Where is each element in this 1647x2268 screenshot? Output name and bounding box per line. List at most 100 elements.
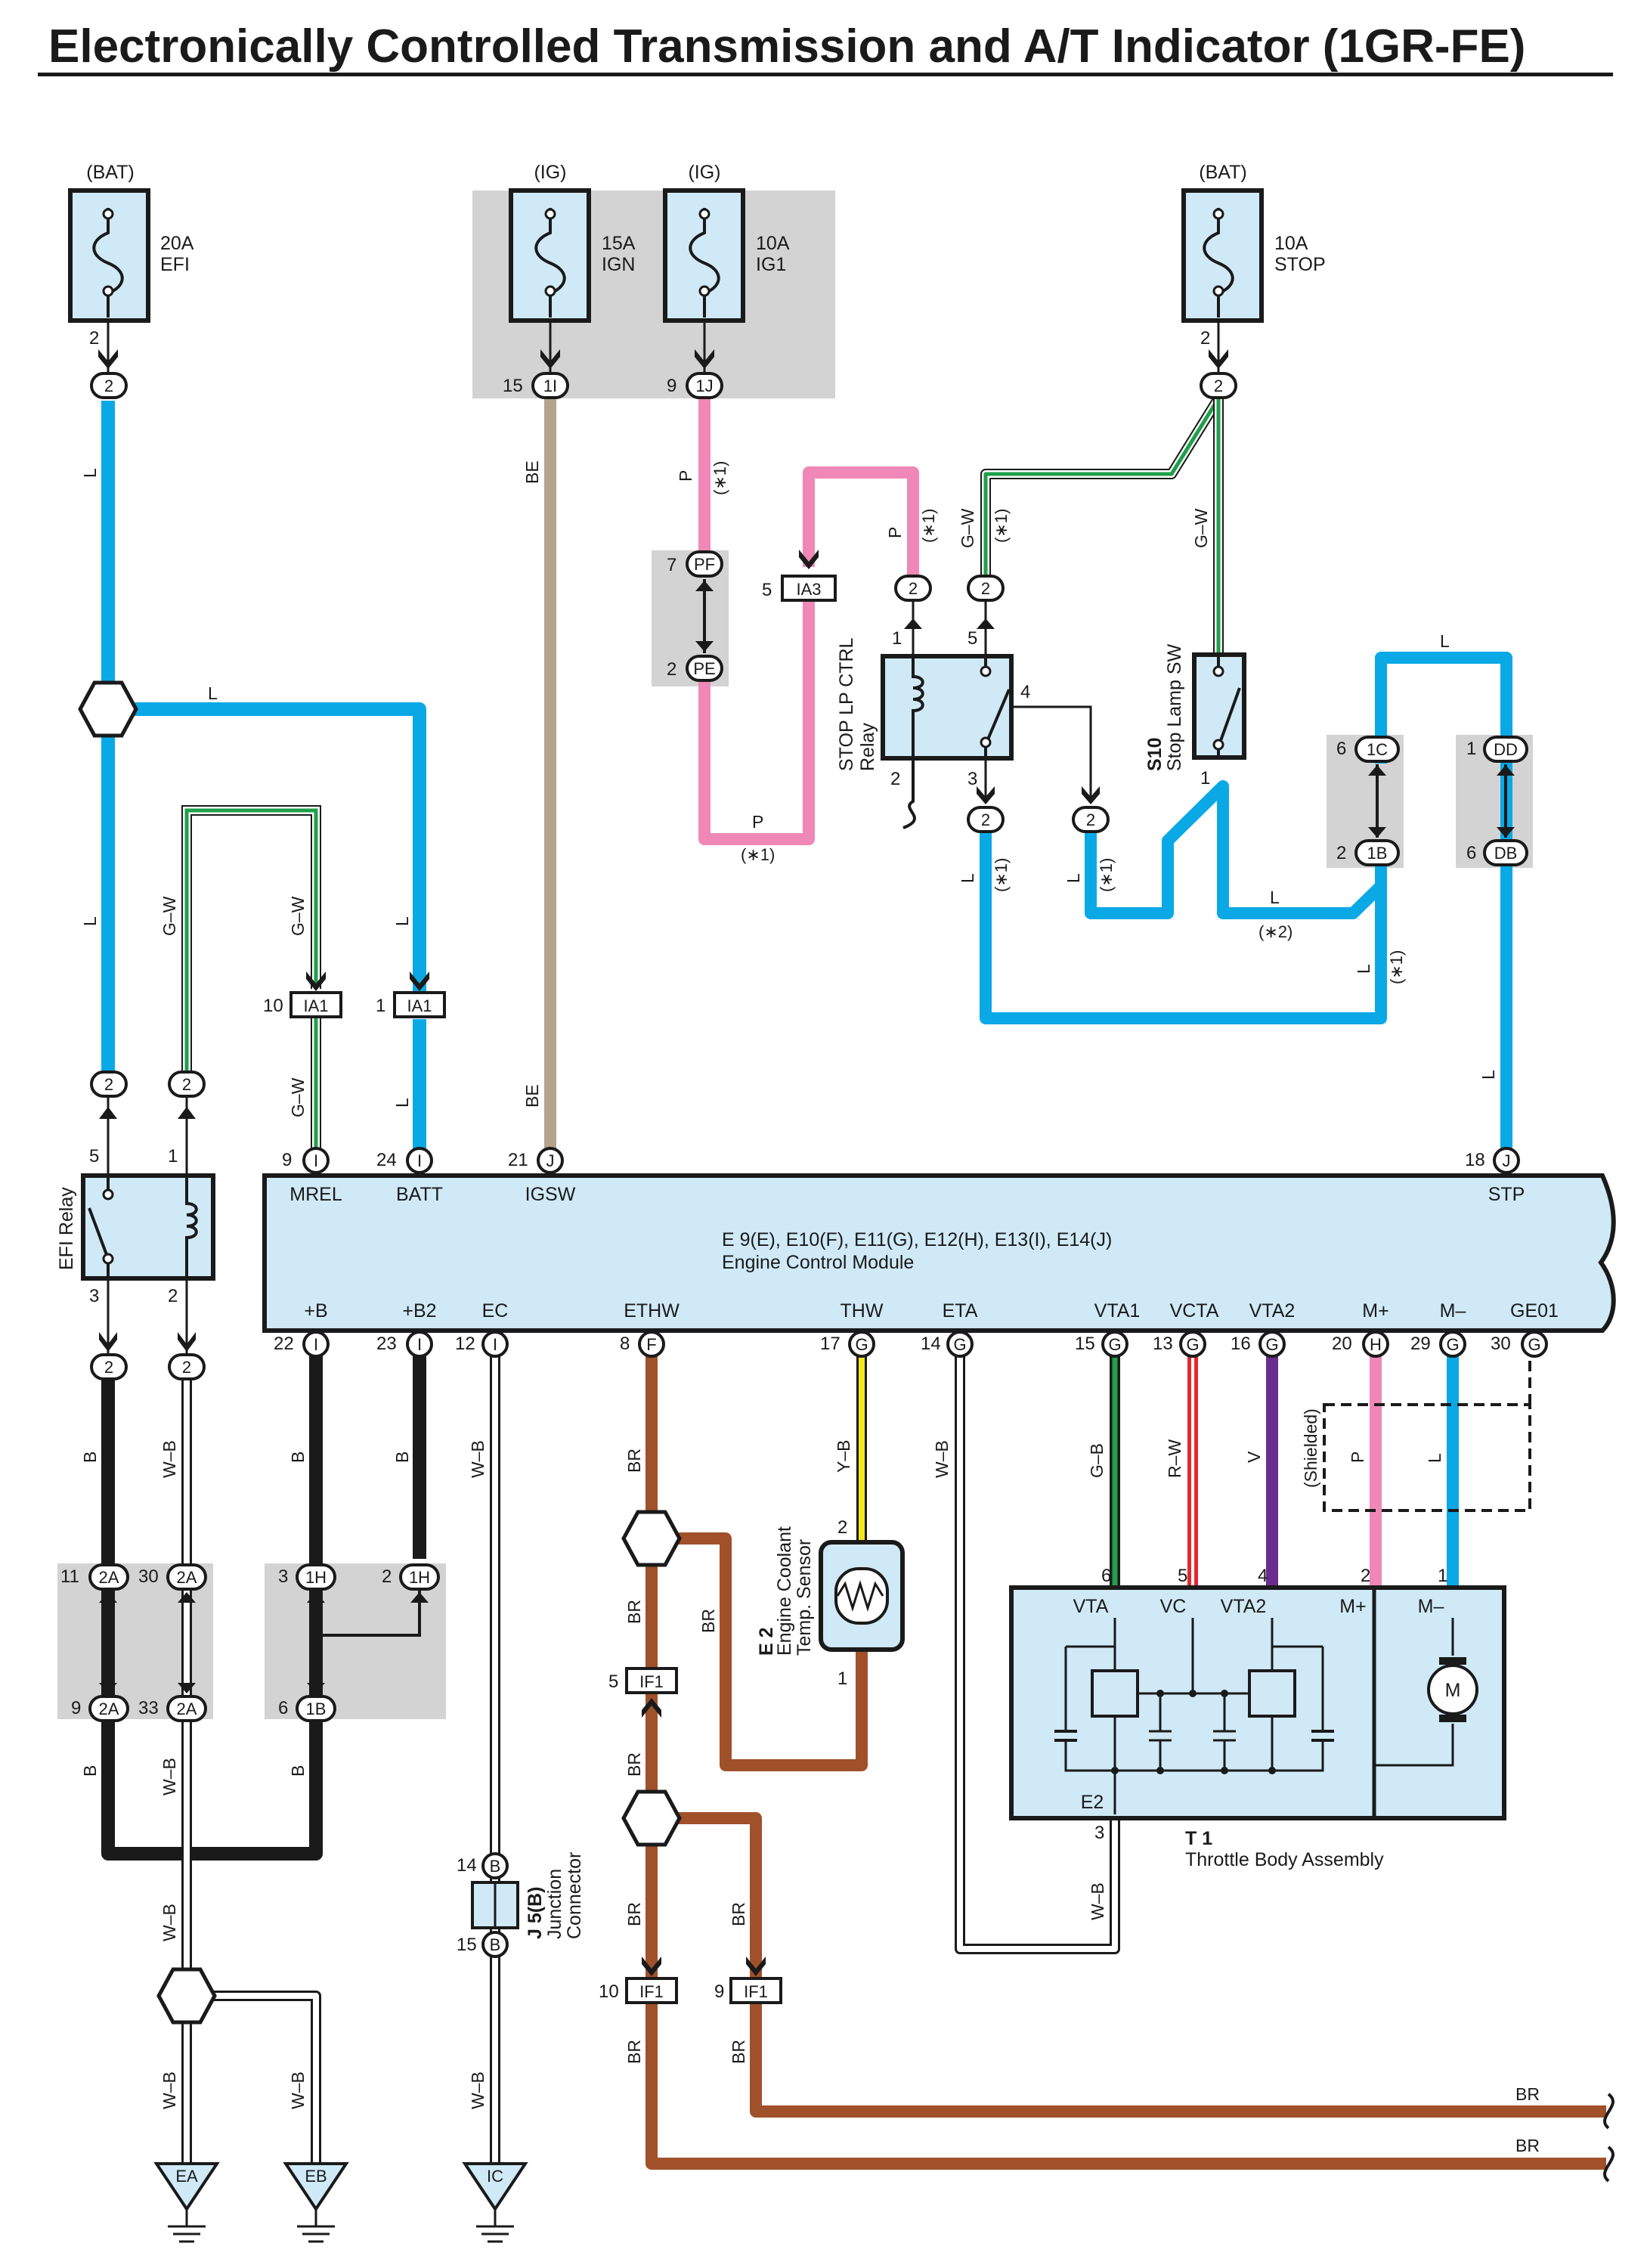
- svg-text:6: 6: [1336, 739, 1346, 759]
- svg-text:Engine Coolant: Engine Coolant: [774, 1526, 795, 1656]
- conn-ign-out: 1I: [531, 372, 569, 399]
- svg-text:22: 22: [274, 1334, 294, 1354]
- svg-text:11: 11: [60, 1566, 79, 1587]
- svg-text:L: L: [1354, 964, 1373, 974]
- conn-2a-group: 11 2A 30 2A 9 2A 33 2A: [60, 1563, 207, 1722]
- svg-text:9: 9: [282, 1150, 292, 1170]
- conn-ia1-a: 10 IA1: [263, 971, 342, 1018]
- svg-text:EFI Relay: EFI Relay: [56, 1187, 77, 1270]
- svg-text:30: 30: [1491, 1334, 1511, 1354]
- svg-text:VTA2: VTA2: [1221, 1596, 1267, 1617]
- svg-text:(∗1): (∗1): [992, 858, 1011, 892]
- conn-if1-10: 10 IF1: [599, 1957, 678, 2004]
- svg-text:1: 1: [892, 628, 902, 649]
- svg-text:2: 2: [104, 376, 113, 395]
- svg-text:L: L: [80, 916, 100, 926]
- svg-text:R–W: R–W: [1165, 1439, 1184, 1478]
- svg-text:2: 2: [981, 810, 990, 829]
- svg-text:1J: 1J: [695, 376, 713, 395]
- svg-text:M+: M+: [1362, 1300, 1388, 1321]
- stop-relay-conn-1: [894, 575, 932, 602]
- svg-text:W–B: W–B: [159, 2071, 179, 2109]
- svg-text:2: 2: [89, 328, 99, 349]
- ecm-term-batt: 24 I BATT: [376, 1147, 443, 1205]
- fuse-stop: (BAT) 10A STOP 2: [1181, 162, 1326, 349]
- svg-text:2: 2: [182, 1358, 191, 1377]
- svg-text:BR: BR: [624, 1600, 644, 1624]
- svg-text:BE: BE: [522, 1084, 542, 1108]
- svg-text:1: 1: [837, 1668, 847, 1689]
- svg-text:1C: 1C: [1367, 740, 1388, 759]
- engine-coolant-temp-sensor: 2 1 E 2 Engine Coolant Temp. Sensor: [756, 1517, 905, 1689]
- svg-text:10: 10: [599, 1981, 619, 2002]
- svg-text:2: 2: [382, 1566, 392, 1587]
- svg-text:1: 1: [1200, 768, 1210, 789]
- svg-text:21: 21: [508, 1150, 528, 1170]
- svg-text:M–: M–: [1418, 1596, 1444, 1617]
- svg-text:BR: BR: [1515, 2084, 1540, 2104]
- svg-text:29: 29: [1410, 1334, 1431, 1354]
- svg-text:(IG): (IG): [688, 162, 720, 183]
- splice-l: [78, 680, 138, 738]
- fuse-efi: (BAT) 20A EFI 2: [68, 162, 194, 349]
- svg-text:J 5(B): J 5(B): [525, 1887, 546, 1939]
- svg-text:(BAT): (BAT): [86, 162, 134, 183]
- svg-text:T 1: T 1: [1185, 1828, 1212, 1849]
- svg-text:G: G: [1446, 1335, 1459, 1354]
- svg-text:2: 2: [104, 1358, 113, 1377]
- conn-ia3: 5 IA3: [762, 550, 837, 602]
- svg-text:I: I: [417, 1151, 422, 1170]
- svg-text:15: 15: [1075, 1334, 1095, 1354]
- conn-pf: 7 PF: [667, 550, 723, 578]
- svg-text:23: 23: [376, 1334, 397, 1354]
- wire-labels: L L L G–W G–W L G–W L BE BE P P P G–W G–…: [80, 460, 1540, 2155]
- svg-text:1H: 1H: [409, 1568, 430, 1587]
- svg-text:10: 10: [263, 996, 283, 1016]
- wire-gw-mrel: [181, 805, 321, 1158]
- svg-text:IGSW: IGSW: [525, 1184, 576, 1205]
- svg-text:IA3: IA3: [796, 580, 821, 599]
- svg-text:L: L: [1425, 1453, 1444, 1463]
- svg-text:2: 2: [890, 769, 900, 789]
- svg-text:2: 2: [1086, 810, 1095, 829]
- svg-text:BR: BR: [624, 2040, 644, 2064]
- svg-text:VTA1: VTA1: [1094, 1300, 1141, 1321]
- svg-text:2A: 2A: [177, 1568, 197, 1587]
- svg-text:3: 3: [89, 1286, 99, 1306]
- svg-text:W–B: W–B: [159, 1758, 179, 1796]
- svg-text:33: 33: [138, 1698, 159, 1718]
- conn-1c: 6 1C: [1336, 736, 1400, 763]
- svg-text:B: B: [490, 1857, 501, 1876]
- conn-pe: 2 PE: [667, 655, 723, 682]
- shield-box: [1323, 1403, 1531, 1512]
- svg-text:G–W: G–W: [1191, 508, 1211, 548]
- svg-text:B: B: [392, 1452, 412, 1463]
- svg-text:1: 1: [1466, 739, 1476, 759]
- svg-text:E2: E2: [1081, 1792, 1104, 1813]
- svg-text:2: 2: [909, 579, 918, 598]
- svg-text:E 2: E 2: [756, 1627, 777, 1656]
- svg-text:B: B: [80, 1765, 100, 1777]
- svg-text:2: 2: [667, 659, 676, 680]
- svg-text:ETHW: ETHW: [624, 1300, 680, 1321]
- svg-text:ETA: ETA: [943, 1300, 978, 1321]
- svg-text:BR: BR: [729, 1902, 748, 1926]
- svg-text:M+: M+: [1339, 1596, 1366, 1617]
- svg-text:(IG): (IG): [534, 162, 566, 183]
- fuse-output-arrows: [98, 349, 1228, 369]
- fuse-ign: (IG) 15A IGN 15: [503, 162, 636, 396]
- svg-text:IA1: IA1: [303, 996, 328, 1015]
- svg-text:12: 12: [455, 1334, 475, 1354]
- svg-text:Connector: Connector: [564, 1852, 585, 1939]
- svg-text:W–B: W–B: [468, 2071, 488, 2109]
- svg-text:BR: BR: [729, 2040, 748, 2064]
- svg-text:EA: EA: [175, 2167, 198, 2186]
- svg-text:M: M: [1445, 1680, 1461, 1701]
- svg-text:B: B: [288, 1452, 308, 1463]
- conn-ig1-out: 1J: [686, 372, 723, 399]
